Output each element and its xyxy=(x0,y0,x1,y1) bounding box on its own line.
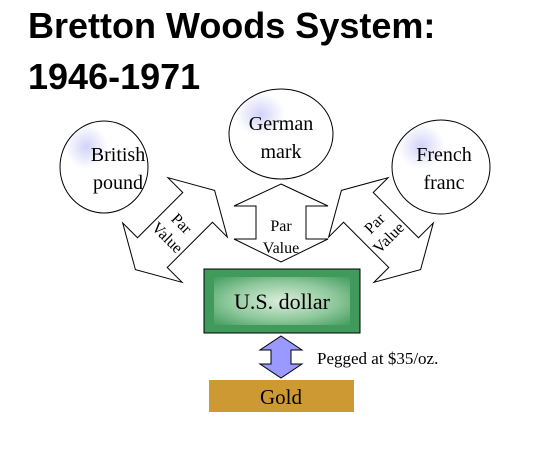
par-value-center-line-1: Par xyxy=(270,218,292,235)
peg-arrow xyxy=(258,335,304,379)
par-value-center-line-2: Value xyxy=(263,240,299,257)
british-pound-circle xyxy=(59,120,149,214)
gold-label: Gold xyxy=(260,385,303,409)
german-mark-circle xyxy=(228,88,334,180)
british-pound-label-1: British xyxy=(91,144,145,166)
us-dollar-label: U.S. dollar xyxy=(234,289,331,314)
slide-title: Bretton Woods System: 1946-1971 xyxy=(28,0,548,102)
par-value-arrow-center: Par Value xyxy=(233,183,329,263)
french-franc-circle xyxy=(391,119,491,215)
french-franc-label-1: French xyxy=(416,144,472,166)
german-mark-label-1: German xyxy=(249,113,313,135)
french-franc-label-2: franc xyxy=(423,172,464,194)
german-mark-label-2: mark xyxy=(260,141,301,163)
us-dollar-box: U.S. dollar xyxy=(203,268,361,334)
par-value-arrow-right: Par Value xyxy=(327,176,435,284)
pegged-label: Pegged at $35/oz. xyxy=(317,349,438,368)
par-value-arrow-left: Par Value xyxy=(121,176,229,284)
gold-box: Gold xyxy=(209,380,354,412)
title-line-2: 1946-1971 xyxy=(28,56,201,97)
british-pound-label-2: pound xyxy=(93,172,143,194)
title-line-1: Bretton Woods System: xyxy=(28,5,436,46)
